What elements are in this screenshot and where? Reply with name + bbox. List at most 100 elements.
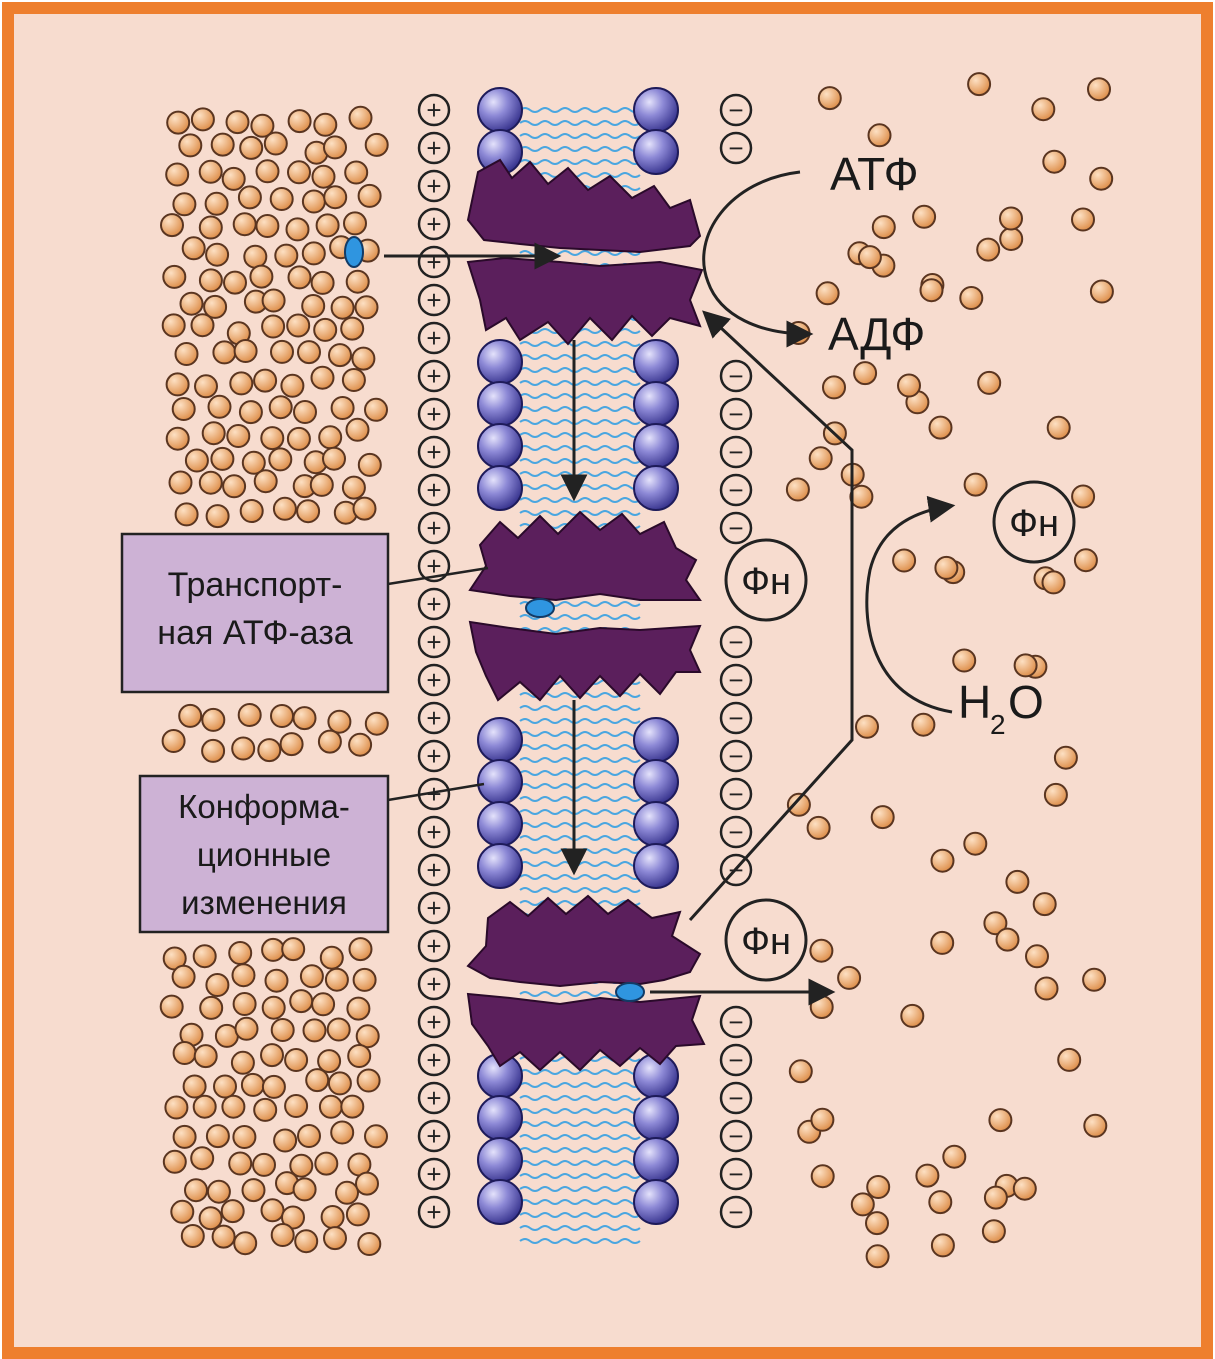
plus-charge: +: [417, 435, 451, 469]
lipid-tail: [519, 445, 641, 451]
particle: [809, 938, 834, 963]
minus-charge: −: [719, 131, 753, 165]
particle: [293, 400, 317, 424]
label-box-transport-atpase: [120, 532, 390, 694]
water-subscript: 2: [990, 709, 1006, 740]
minus-charge-ring: [719, 625, 753, 659]
particle: [264, 968, 289, 993]
particle: [1071, 484, 1096, 509]
particle: [171, 964, 196, 989]
particle: [934, 555, 959, 580]
minus-charge: −: [719, 435, 753, 469]
lipid-tail: [519, 1134, 641, 1140]
lipid-head: [633, 423, 679, 469]
lipid-tail: [519, 380, 641, 386]
particle: [284, 1048, 309, 1072]
plus-charge: +: [417, 815, 451, 849]
plus-charge: +: [417, 169, 451, 203]
particle: [172, 192, 197, 217]
lipid-tail: [519, 1121, 641, 1127]
lipid-tail: [519, 1082, 641, 1088]
plus-charge: +: [417, 1081, 451, 1115]
particle: [199, 995, 224, 1020]
particle: [348, 105, 373, 130]
lipid-head: [477, 465, 523, 511]
particle: [1032, 892, 1057, 917]
particle: [310, 270, 335, 295]
particle: [871, 215, 896, 240]
particle: [280, 373, 305, 398]
water-h: H: [958, 676, 991, 728]
lipid-head: [633, 1179, 679, 1225]
lipid-head: [633, 381, 679, 427]
particle: [198, 1206, 223, 1231]
particle: [232, 992, 257, 1016]
particle: [364, 132, 389, 157]
particle: [343, 211, 367, 236]
particle: [178, 133, 203, 158]
particle: [988, 1108, 1013, 1133]
lipid-tail: [519, 822, 641, 828]
particle: [981, 1219, 1006, 1244]
lipid-tail: [519, 1186, 641, 1192]
particle: [269, 187, 294, 211]
minus-charge-sign: −: [728, 817, 743, 847]
lipid-tail: [519, 744, 641, 750]
particle: [345, 269, 370, 294]
plus-charge: +: [417, 929, 451, 963]
particle: [327, 709, 352, 734]
particle: [239, 499, 264, 523]
lipid-head: [477, 1137, 523, 1183]
minus-charge: −: [719, 93, 753, 127]
particle: [317, 729, 342, 754]
plus-charge: +: [417, 321, 451, 355]
minus-charge-sign: −: [728, 741, 743, 771]
particle: [348, 937, 373, 962]
particle: [919, 278, 944, 303]
plus-charge-sign: +: [426, 969, 441, 999]
plus-charge: +: [417, 967, 451, 1001]
particle: [294, 1229, 319, 1254]
particle: [354, 295, 379, 320]
lipid-tail: [519, 458, 641, 464]
lipid-head: [633, 87, 679, 133]
lipid-head: [633, 801, 679, 847]
lipid-tail: [519, 770, 641, 776]
particle: [1034, 976, 1059, 1001]
particle: [1042, 149, 1067, 174]
particle: [249, 264, 274, 289]
particle: [171, 397, 196, 421]
particle: [234, 1016, 259, 1041]
particle: [296, 499, 321, 524]
particle: [345, 1202, 370, 1227]
particle: [865, 1244, 890, 1269]
lipid-tail: [519, 874, 641, 880]
particle: [364, 1124, 388, 1149]
particle: [292, 1177, 317, 1202]
particle: [211, 1224, 236, 1249]
lipid-tail: [519, 731, 641, 737]
particle: [286, 313, 311, 338]
particle: [313, 112, 338, 137]
lipid-head: [477, 1095, 523, 1141]
particle: [289, 1153, 314, 1178]
plus-charge-sign: +: [426, 437, 441, 467]
particle: [243, 244, 268, 269]
lipid-tail: [519, 406, 641, 412]
plus-charge-ring: [417, 511, 451, 545]
particle: [231, 736, 256, 761]
plus-charge-sign: +: [426, 1083, 441, 1113]
minus-charge-sign: −: [728, 437, 743, 467]
particle: [255, 214, 280, 238]
particle: [221, 166, 246, 191]
particle: [270, 1223, 295, 1247]
particle: [165, 372, 190, 397]
pi-label-middle: Фн: [741, 561, 791, 603]
label-conformational-line1: Конформа-: [178, 788, 350, 825]
lipid-tail: [519, 471, 641, 477]
plus-charge-ring: [417, 321, 451, 355]
particle: [261, 314, 286, 339]
plus-charge-sign: +: [426, 893, 441, 923]
particle: [1089, 166, 1114, 191]
particle: [165, 426, 190, 451]
